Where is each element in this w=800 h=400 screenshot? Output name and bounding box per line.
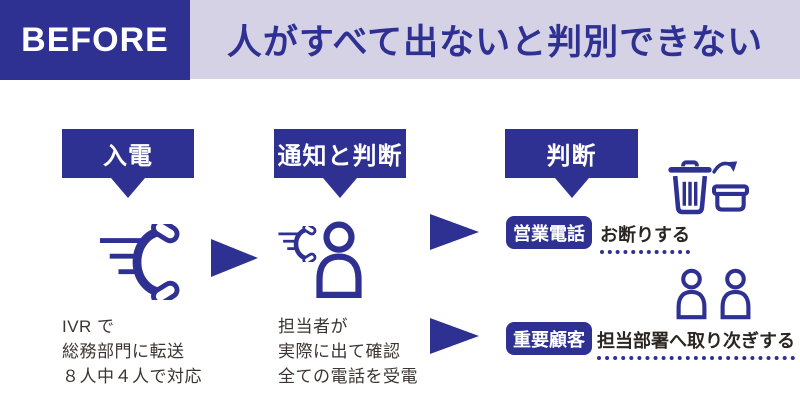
person-answering-phone-icon	[313, 220, 365, 298]
description-line: 実際に出て確認	[278, 342, 401, 361]
outcome-badge-sales-call: 営業電話	[506, 216, 592, 249]
step-bubble-incoming-call: 入電	[62, 129, 194, 178]
trash-icon	[667, 159, 713, 216]
flow-arrow-right-icon	[430, 318, 479, 354]
step-bubble-judgment: 判断	[505, 129, 638, 178]
incoming-call-small-icon	[275, 226, 317, 262]
outcome-badge-important-customer: 重要顧客	[506, 322, 592, 355]
discard-box-icon	[712, 184, 749, 212]
step-label: 入電	[103, 143, 153, 170]
description-line: 全ての電話を受電	[278, 367, 418, 386]
curved-arrow-icon	[712, 159, 740, 182]
incoming-call-icon	[93, 224, 181, 300]
flow-arrow-right-icon	[430, 214, 479, 250]
step-label: 通知と判断	[277, 143, 403, 170]
step-description-notify-judge: 担当者が 実際に出て確認 全ての電話を受電	[278, 314, 418, 389]
outcome-action-transfer: 担当部署へ取り次ぎする	[597, 327, 795, 360]
page-title: 人がすべて出ないと判別できない	[190, 0, 800, 79]
flow-arrow-right-icon	[211, 239, 258, 277]
step-bubble-notify-judge: 通知と判断	[274, 129, 406, 178]
before-label: BEFORE	[0, 0, 190, 80]
description-line: 総務部門に転送	[62, 342, 185, 361]
description-line: IVR で	[62, 317, 115, 336]
step-label: 判断	[546, 143, 597, 170]
description-line: 担当者が	[278, 317, 348, 336]
description-line: ８人中４人で対応	[62, 367, 202, 386]
outcome-action-decline: お断りする	[600, 221, 690, 254]
step-description-incoming-call: IVR で 総務部門に転送 ８人中４人で対応	[62, 314, 202, 389]
two-people-icon	[675, 267, 753, 320]
